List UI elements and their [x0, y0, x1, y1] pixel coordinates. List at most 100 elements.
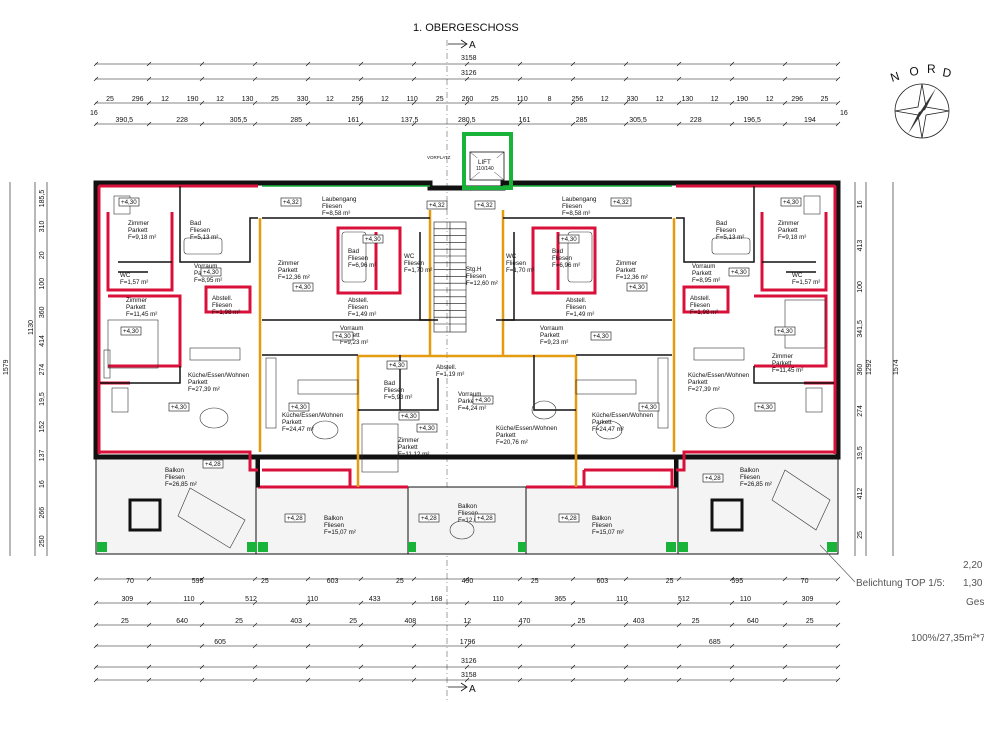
room-vorraum-c2-name: Vorraum — [540, 325, 563, 332]
dim-right-outer: 1574 — [893, 359, 900, 375]
level-tag: +4,28 — [205, 461, 221, 468]
top-row2-value: 161 — [519, 117, 531, 124]
level-tag: +4,30 — [629, 284, 645, 291]
bot-row3-value: 403 — [633, 618, 645, 625]
room-wc-l-area: F=1,57 m² — [120, 279, 148, 286]
room-abstell-r-area: F=1,98 m² — [690, 309, 718, 316]
left-parts-value: 100 — [39, 278, 46, 290]
formula-note: 100%/27,35m²*7 — [911, 633, 984, 644]
left-parts-value: 20 — [39, 251, 46, 259]
top-row1-value: 12 — [601, 96, 609, 103]
room-abstell-mid-name: Abstell. — [436, 364, 457, 371]
room-wc-c2-floor: Fliesen — [506, 260, 527, 267]
level-tag: +4,30 — [121, 199, 137, 206]
dim-left-outer: 1579 — [3, 359, 10, 375]
bot-row1-value: 25 — [396, 578, 404, 585]
dim-top-left-small: 16 — [90, 110, 98, 117]
room-abstell-c2-floor: Fliesen — [566, 304, 587, 311]
left-parts-value: 274 — [39, 364, 46, 376]
level-tag-box — [280, 197, 302, 207]
level-tag-box — [168, 402, 190, 412]
level-tag: +4,30 — [295, 284, 311, 291]
level-tag: +4,30 — [419, 425, 435, 432]
level-tag: +4,32 — [429, 202, 445, 209]
level-tag: +4,30 — [757, 404, 773, 411]
top-row1-value: 12 — [326, 96, 334, 103]
room-wc-l-name: WC — [120, 272, 131, 279]
bot-row3-value: 25 — [121, 618, 129, 625]
bot-row4-value: 605 — [214, 639, 226, 646]
level-tag-box — [626, 282, 648, 292]
room-bad-mid-area: F=5,93 m² — [384, 394, 412, 401]
room-kueche-c2-area: F=24,47 m² — [592, 426, 624, 433]
room-zimmer-tr-name: Zimmer — [778, 220, 799, 227]
left-parts-value: 16 — [39, 480, 46, 488]
level-tag: +4,30 — [203, 269, 219, 276]
level-tag-box — [288, 402, 310, 412]
room-kueche-c1-floor: Parkett — [282, 419, 302, 426]
section-label-top: A — [469, 40, 476, 51]
top-row2-value: 280,5 — [458, 117, 476, 124]
bot-row2-value: 110 — [183, 596, 194, 603]
bot-row3-value: 640 — [176, 618, 188, 625]
room-abstell-c1-name: Abstell. — [348, 297, 369, 304]
dim-right-inner: 1292 — [866, 359, 873, 375]
level-tag: +4,32 — [613, 199, 629, 206]
top-row1-value: 130 — [242, 96, 254, 103]
top-row1-value: 12 — [766, 96, 774, 103]
level-tag: +4,30 — [561, 236, 577, 243]
staircase — [433, 221, 467, 333]
level-tag-box — [362, 234, 384, 244]
level-tag: +4,30 — [389, 362, 405, 369]
right-parts-value: 341,5 — [857, 320, 864, 338]
side-value-3: Ges — [966, 597, 984, 608]
outer-walls — [93, 180, 841, 489]
room-laubengang-l-name: Laubengang — [322, 196, 357, 203]
room-balkon-mid-area: F=12,05 m² — [458, 517, 490, 524]
room-abstell-c1-floor: Fliesen — [348, 304, 369, 311]
room-balkon-c1-floor: Fliesen — [324, 522, 345, 529]
room-bad-tr-area: F=5,13 m² — [716, 234, 744, 241]
right-parts-value: 19,5 — [857, 446, 864, 460]
top-row1-value: 130 — [681, 96, 693, 103]
level-tag-box — [426, 200, 448, 210]
room-balkon-c1-area: F=15,07 m² — [324, 529, 356, 536]
level-tag-box — [474, 513, 496, 523]
bot-row3-value: 25 — [806, 618, 814, 625]
room-kueche-r-area: F=27,39 m² — [688, 386, 720, 393]
level-tag: +4,30 — [335, 333, 351, 340]
room-kueche-r-name: Küche/Essen/Wohnen — [688, 372, 750, 379]
room-zimmer-c1-name: Zimmer — [278, 260, 299, 267]
level-tag-box — [418, 513, 440, 523]
level-tag-box — [332, 331, 354, 341]
left-parts-value: 19,5 — [39, 392, 46, 406]
room-balkon-r-area: F=26,85 m² — [740, 481, 772, 488]
room-bad-mid-name: Bad — [384, 380, 396, 387]
room-wc-c1-name: WC — [404, 253, 415, 260]
bot-row3-value: 640 — [747, 618, 759, 625]
level-tag: +4,30 — [475, 397, 491, 404]
top-row1-value: 25 — [106, 96, 114, 103]
room-bad-tr-name: Bad — [716, 220, 728, 227]
bot-row2-value: 309 — [122, 596, 134, 603]
dim-top-total: 3158 — [461, 55, 477, 62]
room-kueche-mid-name: Küche/Essen/Wohnen — [496, 425, 558, 432]
level-tag-box — [472, 395, 494, 405]
bot-row4-value: 685 — [709, 639, 721, 646]
lift-label: LIFT — [478, 159, 491, 166]
bot-row3-value: 403 — [290, 618, 302, 625]
room-bad-tl-floor: Fliesen — [190, 227, 211, 234]
room-zimmer-ml-floor: Parkett — [126, 304, 146, 311]
room-zimmer-tl-floor: Parkett — [128, 227, 148, 234]
room-laubengang-r-floor: Fliesen — [562, 203, 583, 210]
dim-left-inner: 1130 — [28, 320, 35, 335]
belichtung-note: Belichtung TOP 1/5: — [856, 578, 945, 589]
north-letter-d: D — [941, 65, 952, 80]
room-vorraum-r-floor: Parkett — [692, 270, 712, 277]
room-bad-c2-area: F=6,96 m² — [552, 262, 580, 269]
top-row1-value: 25 — [436, 96, 444, 103]
